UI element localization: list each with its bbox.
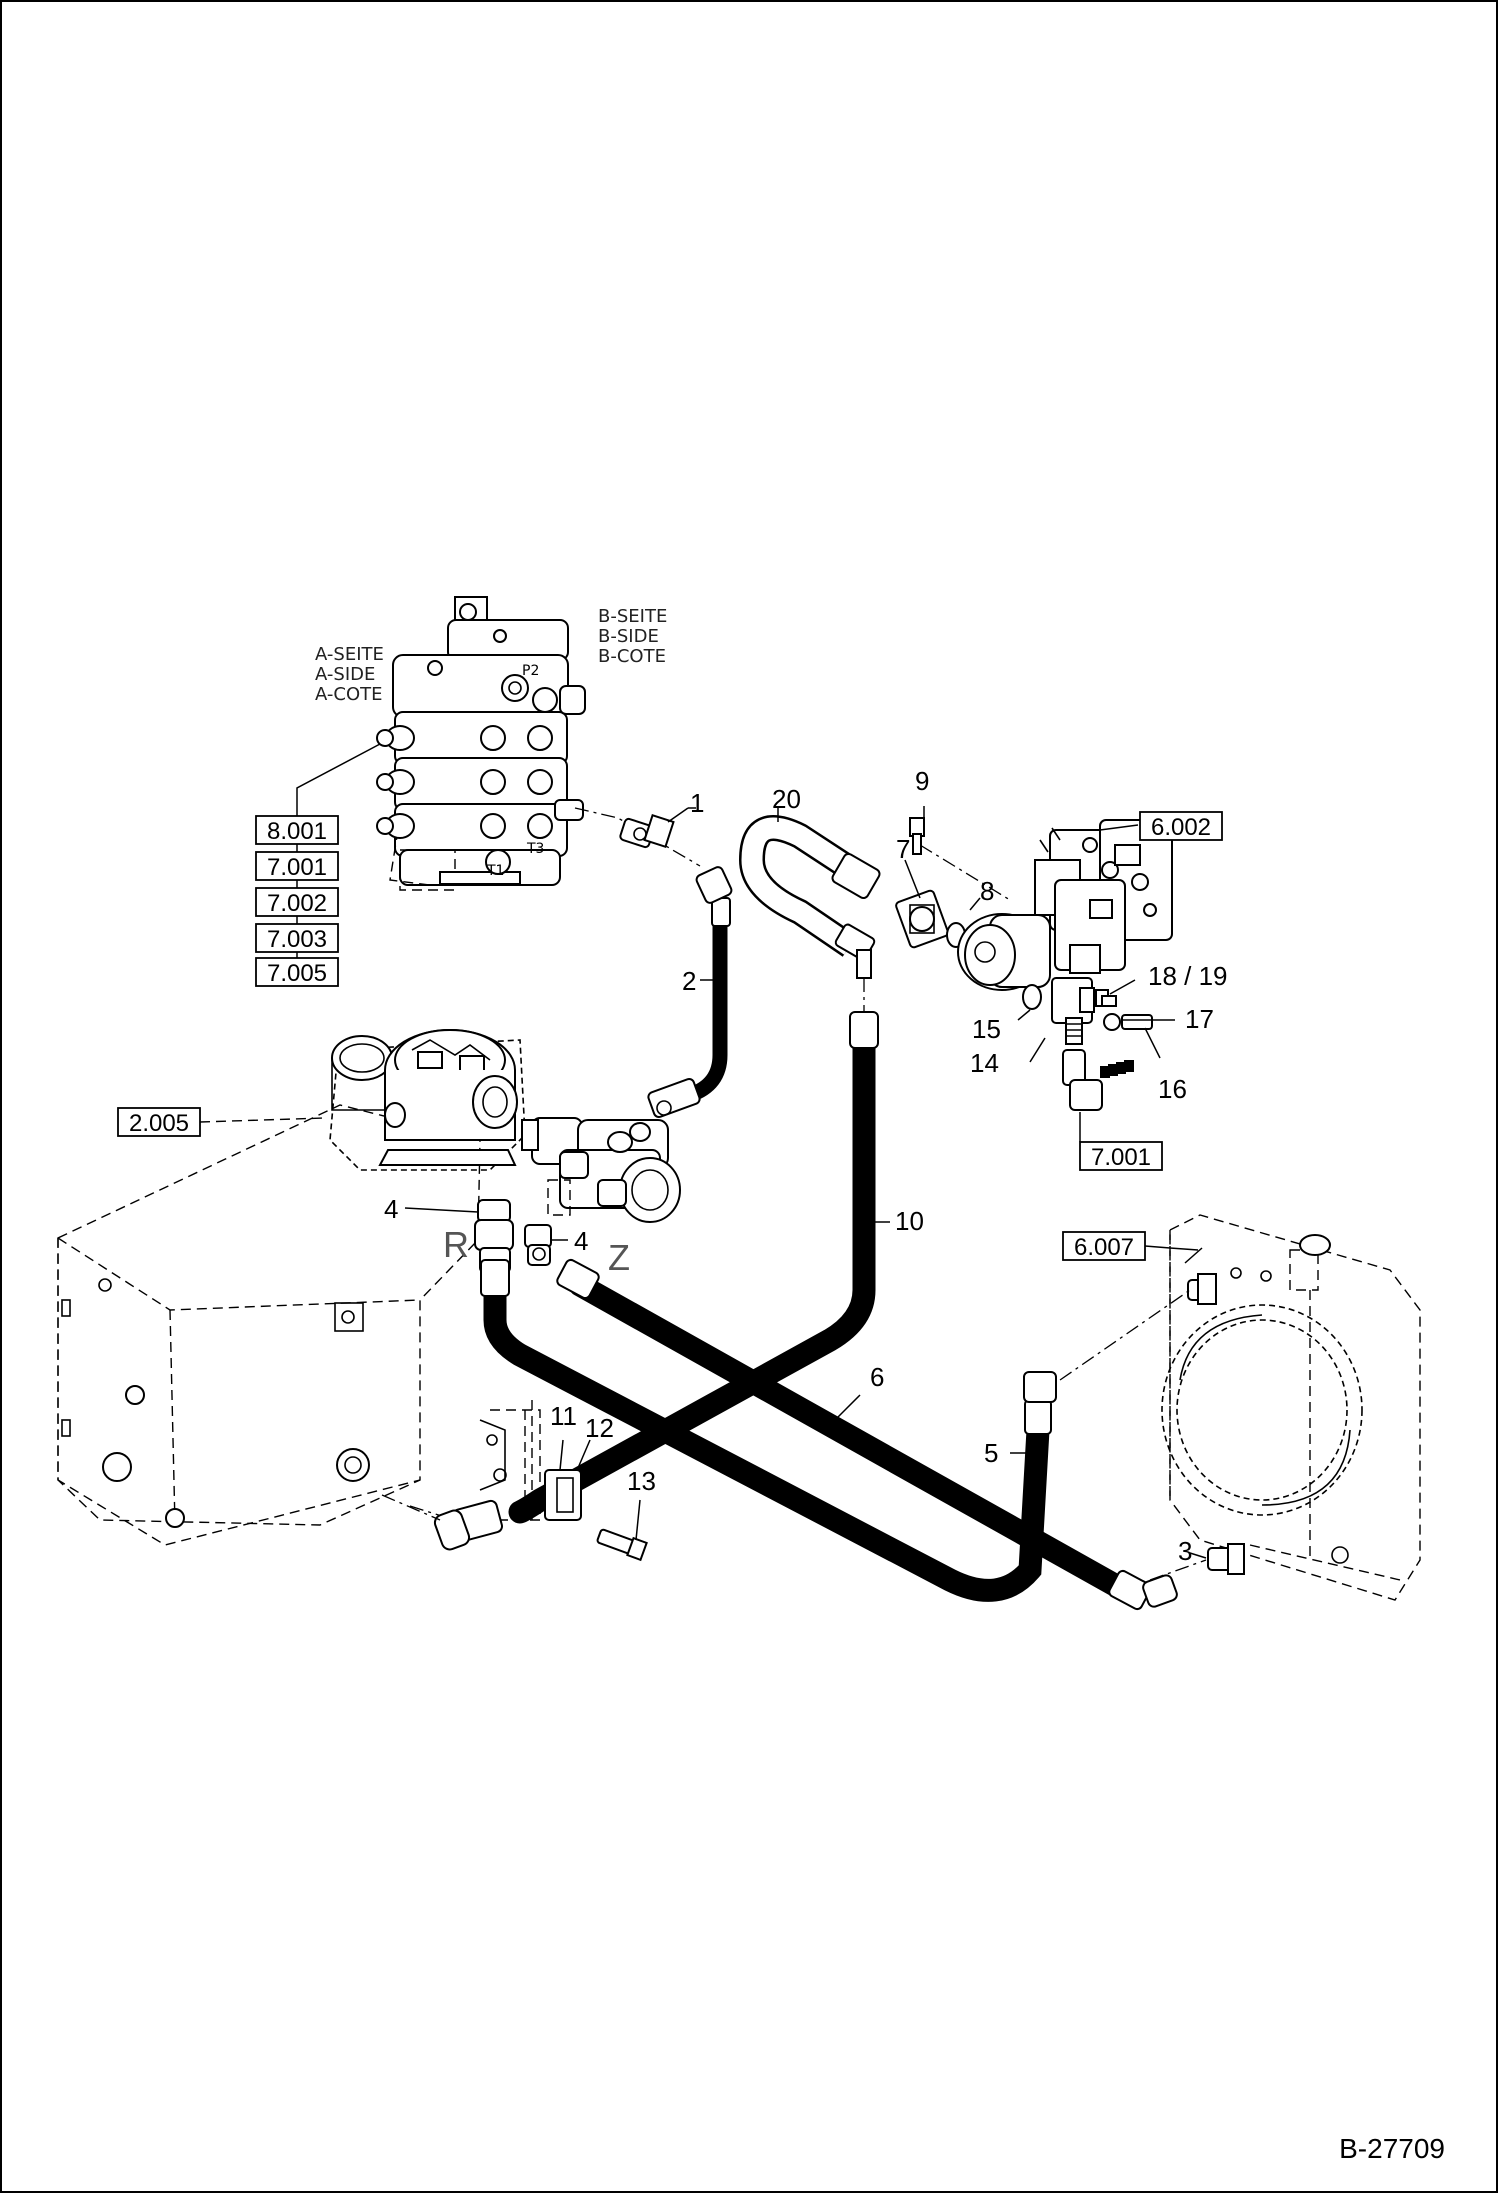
callout-10: 10 xyxy=(895,1206,924,1236)
tank-ref-2005[interactable]: 2.005 xyxy=(117,1107,201,1137)
callout-6: 6 xyxy=(870,1362,884,1392)
valve-ref-8001[interactable]: 8.001 xyxy=(255,815,339,845)
oil-cooler xyxy=(1161,1214,1421,1601)
port-p2-label: P2 xyxy=(522,663,539,679)
bracket xyxy=(479,1400,541,1521)
callout-12: 12 xyxy=(585,1413,614,1443)
callout-14: 14 xyxy=(970,1048,999,1078)
elbow-fitting-7001 xyxy=(1062,1049,1134,1111)
document-number: B-27709 xyxy=(1339,2133,1445,2164)
hose-10-fitting-top xyxy=(849,1011,879,1049)
flange-7 xyxy=(895,889,949,949)
svg-text:7.001: 7.001 xyxy=(1091,1144,1151,1171)
callout-4-upper: 4 xyxy=(384,1194,398,1224)
callout-3: 3 xyxy=(1178,1536,1192,1566)
svg-text:6.002: 6.002 xyxy=(1151,814,1211,841)
b-side-label-en: B-SIDE xyxy=(598,626,659,647)
svg-text:2.005: 2.005 xyxy=(129,1110,189,1137)
a-side-label-fr: A-COTE xyxy=(315,684,383,705)
svg-text:7.003: 7.003 xyxy=(267,926,327,953)
o-ring-15 xyxy=(1022,984,1042,1010)
hose-6 xyxy=(572,1277,1128,1596)
hose-5 xyxy=(487,1282,1046,1598)
callout-20: 20 xyxy=(772,784,801,814)
return-filter xyxy=(329,1029,526,1171)
callout-17: 17 xyxy=(1185,1004,1214,1034)
fitting-1 xyxy=(619,813,675,849)
valve-ref-7002[interactable]: 7.002 xyxy=(255,887,339,917)
clamp-11-12 xyxy=(544,1469,582,1521)
a-side-label-en: A-SIDE xyxy=(315,664,375,685)
callout-16: 16 xyxy=(1158,1074,1187,1104)
callout-2: 2 xyxy=(682,966,696,996)
bolt-9 xyxy=(909,817,925,855)
cooler-ref-6007[interactable]: 6.007 xyxy=(1062,1231,1146,1261)
callout-9: 9 xyxy=(915,766,929,796)
connection-z-label: Z xyxy=(608,1237,630,1278)
elbow-4-z xyxy=(524,1224,552,1266)
fitting-3 xyxy=(1207,1543,1245,1575)
svg-text:7.002: 7.002 xyxy=(267,890,327,917)
hose-10-fitting-bottom xyxy=(433,1499,504,1551)
bolt-13 xyxy=(596,1528,648,1562)
valve-ref-7001[interactable]: 7.001 xyxy=(255,851,339,881)
svg-text:7.001: 7.001 xyxy=(267,854,327,881)
hose-20 xyxy=(738,815,881,979)
port-t1-label: T1 xyxy=(486,863,504,879)
hydraulic-tank xyxy=(57,1104,481,1546)
valve-ref-7003[interactable]: 7.003 xyxy=(255,923,339,953)
valve-ref-7005[interactable]: 7.005 xyxy=(255,957,339,987)
pump-ref-6002[interactable]: 6.002 xyxy=(1139,811,1223,841)
b-side-label-de: B-SEITE xyxy=(598,606,667,627)
callout-4-lower: 4 xyxy=(574,1226,588,1256)
a-side-label-de: A-SEITE xyxy=(315,644,384,665)
valve-block-ref-7001[interactable]: 7.001 xyxy=(1079,1141,1163,1171)
callout-13: 13 xyxy=(627,1466,656,1496)
svg-text:7.005: 7.005 xyxy=(267,960,327,987)
callout-15: 15 xyxy=(972,1014,1001,1044)
check-valve-manifold xyxy=(521,1117,681,1223)
washer-17-bolt-16 xyxy=(1103,1013,1153,1031)
svg-text:8.001: 8.001 xyxy=(267,818,327,845)
callout-11: 11 xyxy=(550,1401,577,1431)
callout-7: 7 xyxy=(896,834,910,864)
switch-block-14 xyxy=(1051,977,1095,1045)
callout-8: 8 xyxy=(980,876,994,906)
callout-5: 5 xyxy=(984,1438,998,1468)
cooler-fitting-upper xyxy=(1187,1273,1217,1305)
hydraulic-pump xyxy=(957,819,1173,991)
pressure-switch-18 xyxy=(1095,989,1117,1007)
b-side-label-fr: B-COTE xyxy=(598,646,666,667)
callout-1: 1 xyxy=(690,788,704,818)
port-t3-label: T3 xyxy=(526,841,544,857)
svg-text:6.007: 6.007 xyxy=(1074,1234,1134,1261)
control-valve-block xyxy=(376,596,586,891)
hose-2 xyxy=(647,866,733,1119)
callout-18-19: 18 / 19 xyxy=(1148,961,1228,991)
connection-r-label: R xyxy=(443,1224,469,1265)
